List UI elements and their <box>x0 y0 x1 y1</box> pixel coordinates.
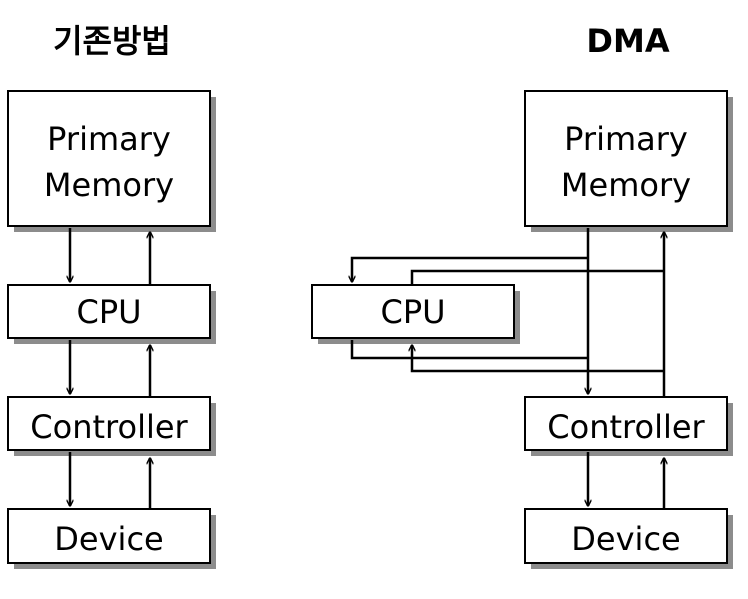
dma-controller-label: Controller <box>547 408 705 446</box>
dma-memory-label-line1: Primary <box>564 120 688 158</box>
dma-memory-box: Primary Memory <box>524 90 733 232</box>
traditional-memory-label-line1: Primary <box>47 120 171 158</box>
dma-controller-box: Controller <box>524 396 733 456</box>
dma-device-label: Device <box>571 520 680 558</box>
dma-memory-label-line2: Memory <box>561 166 691 204</box>
traditional-title: 기존방법 <box>53 22 171 60</box>
traditional-device-label: Device <box>54 520 163 558</box>
traditional-cpu-box: CPU <box>7 284 216 344</box>
dma-line-cpu-to-memory-bus <box>410 269 664 285</box>
dma-title: DMA <box>586 22 669 60</box>
dma-cpu-box: CPU <box>311 284 520 344</box>
traditional-controller-label: Controller <box>30 408 188 446</box>
dma-cpu-label: CPU <box>380 293 445 331</box>
traditional-device-box: Device <box>7 508 216 569</box>
dma-arrow-memory-to-cpu <box>352 256 588 282</box>
dma-line-cpu-to-controller-bus <box>350 340 588 360</box>
dma-arrow-controller-to-cpu <box>412 345 664 373</box>
traditional-controller-box: Controller <box>7 396 216 456</box>
traditional-memory-label-line2: Memory <box>44 166 174 204</box>
traditional-memory-box: Primary Memory <box>7 90 216 232</box>
dma-device-box: Device <box>524 508 733 569</box>
traditional-cpu-label: CPU <box>76 293 141 331</box>
